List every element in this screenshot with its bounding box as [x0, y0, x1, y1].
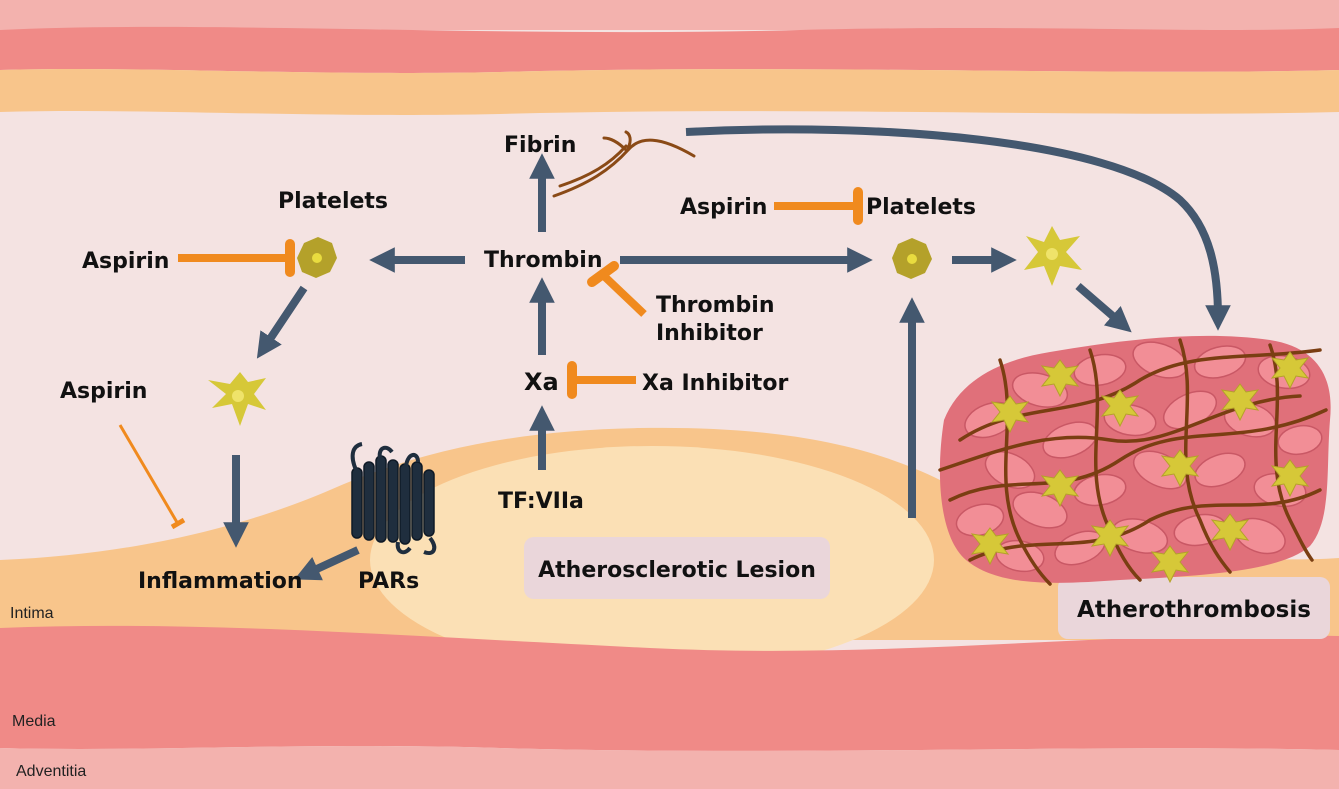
thrombin-inhibitor-label-line2: Inhibitor: [656, 321, 763, 346]
tf-viia-label: TF:VIIa: [498, 489, 584, 514]
inflammation-label: Inflammation: [138, 569, 303, 594]
aspirin-label-lower: Aspirin: [60, 379, 147, 404]
layer-label-media: Media: [12, 713, 56, 730]
atherothrombus-clot: [940, 335, 1331, 584]
fibrin-label: Fibrin: [504, 133, 576, 158]
xa-inhibitor-label: Xa Inhibitor: [642, 371, 788, 396]
aspirin-label-right: Aspirin: [680, 195, 767, 220]
platelets-label-right: Platelets: [866, 195, 976, 220]
thrombin-inhibitor-label-line1: Thrombin: [656, 293, 775, 318]
thrombin-label: Thrombin: [484, 248, 603, 273]
media-top-band: [0, 27, 1339, 73]
xa-label: Xa: [524, 368, 559, 396]
atherothrombosis-label: Atherothrombosis: [1077, 597, 1311, 623]
lesion-label: Atherosclerotic Lesion: [538, 558, 816, 583]
adventitia-top-band: [0, 0, 1339, 30]
layer-label-adventitia: Adventitia: [16, 763, 86, 780]
aspirin-label-left: Aspirin: [82, 249, 169, 274]
adventitia-bottom-band: [0, 746, 1339, 789]
platelets-label-left: Platelets: [278, 189, 388, 214]
intima-top-band: [0, 69, 1339, 115]
layer-label-intima: Intima: [10, 605, 54, 622]
pars-label: PARs: [358, 569, 419, 594]
